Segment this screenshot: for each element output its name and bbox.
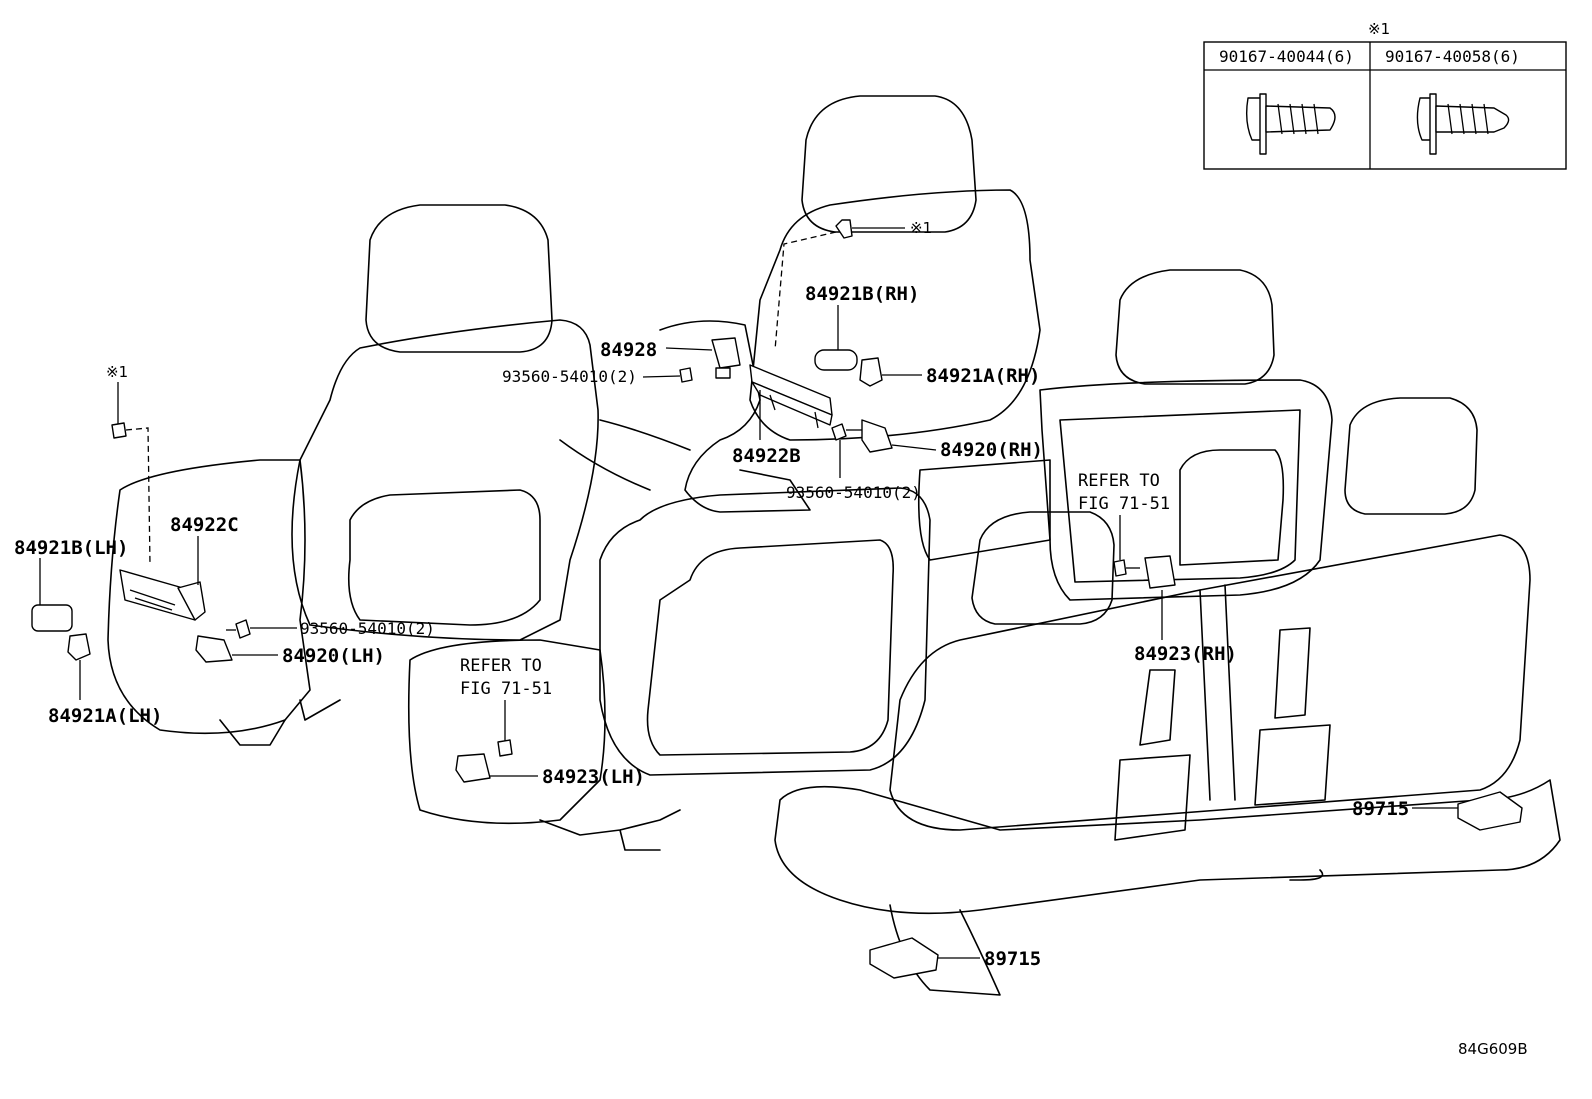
bolt-93560-upper-icon — [642, 367, 693, 383]
part-84921B-LH-icon — [31, 558, 73, 632]
seat-third-seatbelt-right — [1254, 627, 1331, 806]
part-84922C-icon — [119, 536, 206, 621]
part-84920-RH-icon — [861, 419, 937, 453]
seat-third-seatbelt-left — [1114, 669, 1191, 841]
label-84923-RH: 84923(RH) — [1134, 643, 1237, 665]
seat-second-right-headrest — [1115, 269, 1275, 385]
part-84921B-RH-icon — [814, 305, 858, 371]
label-84922C: 84922C — [170, 514, 239, 536]
figure-code: 84G609B — [1458, 1040, 1528, 1058]
screw-90167-40044-icon — [1245, 93, 1336, 155]
seat-front-left — [107, 204, 599, 746]
seat-third-left-headrest — [971, 511, 1115, 625]
seat-front-right-side — [559, 419, 691, 491]
seat-second-right-inner-panel — [1179, 449, 1285, 566]
part-84922B-icon — [749, 364, 833, 440]
seat-second-left-cushion — [407, 639, 606, 825]
label-84923-LH: 84923(LH) — [542, 766, 645, 788]
seat-third-row — [774, 397, 1561, 996]
label-89715-right: 89715 — [1352, 798, 1409, 820]
refer-right-line2: FIG 71-51 — [1078, 494, 1170, 514]
seat-front-left-back — [291, 319, 599, 641]
seat-second-left-back — [599, 487, 931, 776]
part-84921A-RH-icon — [859, 357, 922, 387]
bolt-refer-left-icon — [497, 700, 513, 757]
module-89715-bottom-icon — [869, 937, 980, 979]
bolt-93560-left-icon — [226, 619, 297, 639]
bolt-93560-mid-icon — [831, 423, 862, 478]
seat-third-right-headrest — [1344, 397, 1478, 515]
screw-ref1-left-icon — [111, 382, 151, 566]
label-84928: 84928 — [600, 339, 657, 361]
seat-third-back — [889, 534, 1531, 831]
refer-right-line1: REFER TO — [1078, 471, 1160, 491]
label-93560-left: 93560-54010(2) — [300, 619, 435, 638]
ref-mark-left: ※1 — [106, 363, 128, 381]
screw-ref1-top-icon — [774, 219, 905, 351]
part-84921A-LH-icon — [67, 633, 91, 700]
seat-front-right — [559, 95, 1041, 513]
fastener-table-note-mark: ※1 — [1368, 20, 1390, 38]
label-93560-mid: 93560-54010(2) — [786, 483, 921, 502]
seat-third-base — [889, 869, 1324, 996]
part-84923-LH-icon — [455, 753, 538, 783]
seat-second-row-right — [918, 269, 1333, 601]
seat-second-right-back — [1039, 379, 1333, 601]
seat-third-divider — [1199, 584, 1236, 801]
seat-third-cushion — [774, 779, 1561, 915]
refer-left-line2: FIG 71-51 — [460, 679, 552, 699]
seat-second-left-base — [539, 809, 681, 851]
seat-front-left-base — [219, 699, 341, 746]
screw-90167-40058-icon — [1416, 93, 1510, 155]
seat-front-left-back-panel — [347, 489, 541, 626]
fastener-table-col-2: 90167-40058(6) — [1385, 47, 1520, 66]
seat-front-left-cushion — [107, 459, 311, 735]
label-89715-bottom: 89715 — [984, 948, 1041, 970]
label-84920-LH: 84920(LH) — [282, 645, 385, 667]
seat-second-right-panel — [1059, 409, 1301, 583]
seat-second-right-frame — [918, 459, 1051, 561]
part-84928-icon — [665, 337, 741, 379]
label-84921A-RH: 84921A(RH) — [926, 365, 1040, 387]
seat-front-left-headrest — [365, 204, 553, 353]
label-84921A-LH: 84921A(LH) — [48, 705, 162, 727]
label-84920-RH: 84920(RH) — [940, 439, 1043, 461]
label-93560-upper: 93560-54010(2) — [502, 367, 637, 386]
module-89715-right-icon — [1412, 791, 1523, 831]
label-84921B-RH: 84921B(RH) — [805, 283, 919, 305]
part-84923-RH-icon — [1144, 555, 1176, 640]
seat-second-left-back-panel — [646, 539, 895, 756]
bolt-refer-right-icon — [1113, 515, 1140, 577]
label-84922B: 84922B — [732, 445, 801, 467]
seat-second-row-left — [407, 487, 931, 851]
seat-front-right-back — [749, 189, 1041, 441]
seat-front-right-headrest — [801, 95, 977, 233]
label-84921B-LH: 84921B(LH) — [14, 537, 128, 559]
part-84920-LH-icon — [195, 635, 278, 663]
refer-left-line1: REFER TO — [460, 656, 542, 676]
seat-front-right-cushion — [659, 320, 811, 513]
fastener-table: ※1 90167-40044(6) 90167-40058(6) — [1203, 20, 1567, 170]
ref-mark-top: ※1 — [910, 219, 932, 237]
fastener-table-col-1: 90167-40044(6) — [1219, 47, 1354, 66]
